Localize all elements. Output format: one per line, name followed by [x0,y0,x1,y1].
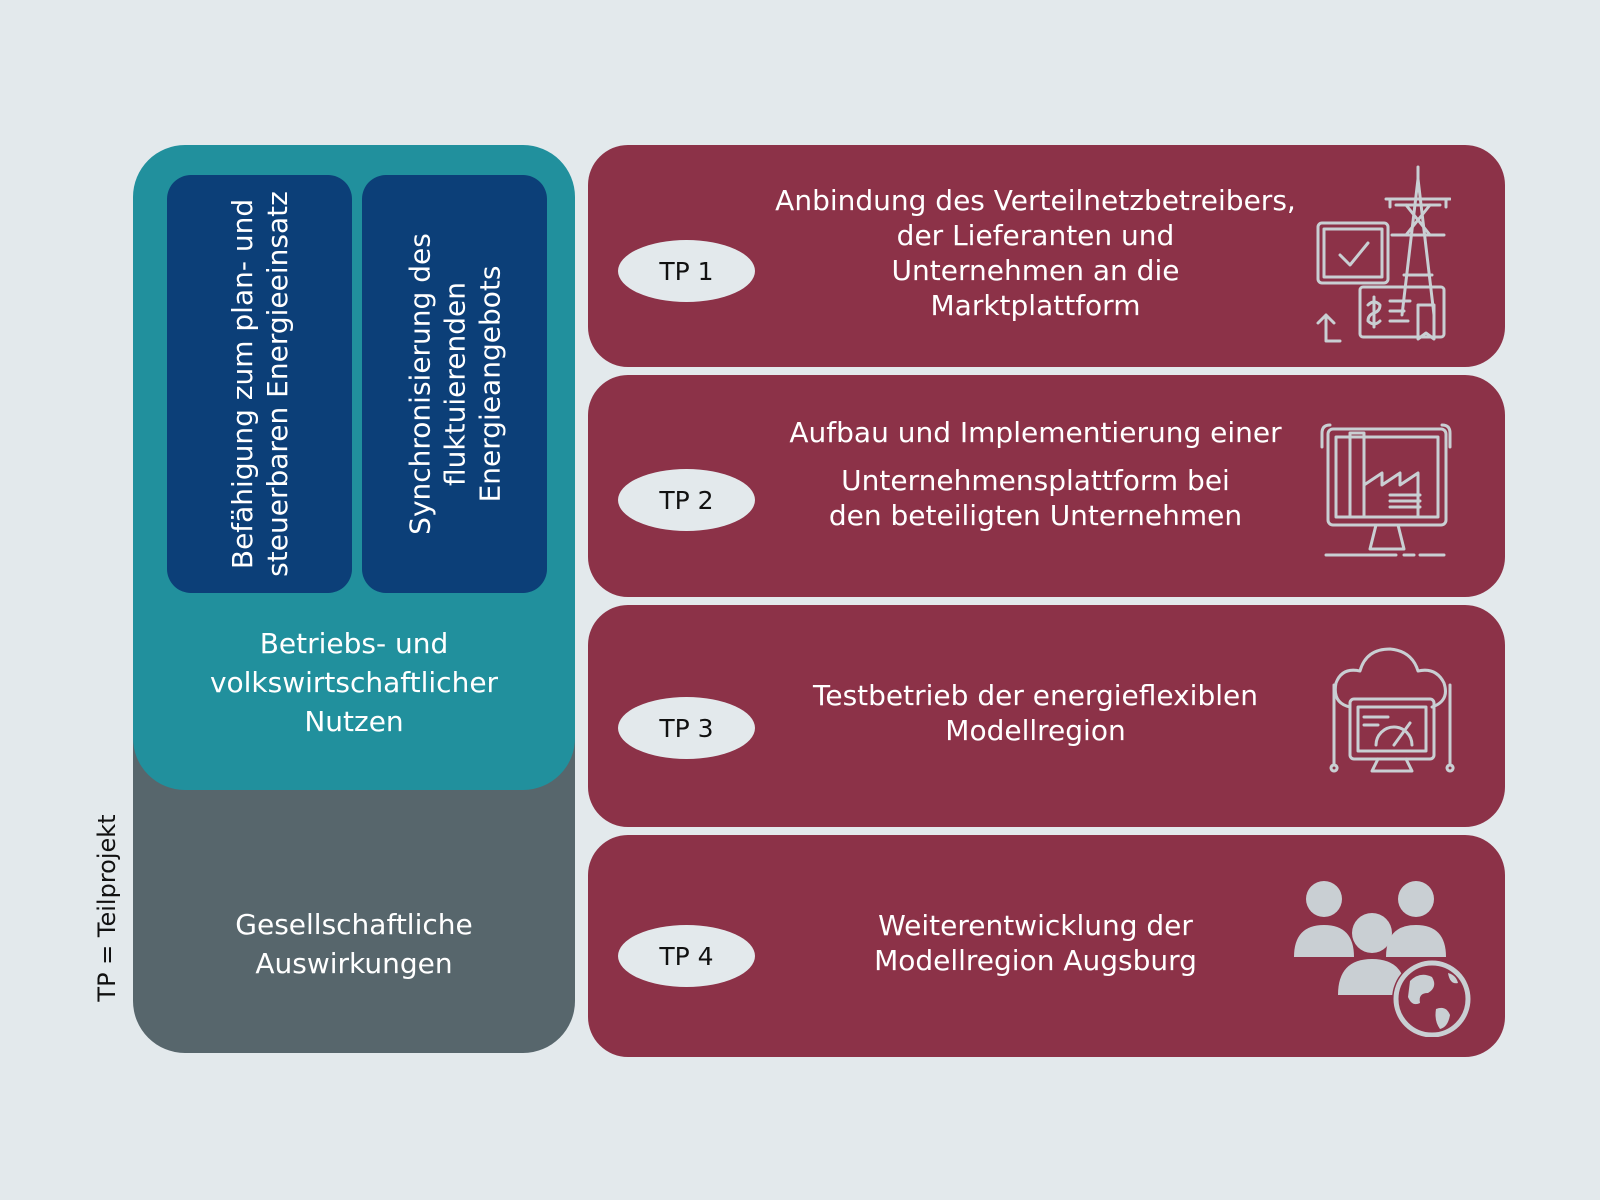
tp3-text: Testbetrieb der energieflexiblen Modellr… [813,679,1258,747]
tp1-pill: TP 1 [618,240,755,302]
subbox-enablement-text: Befähigung zum plan- und steuerbaren Ene… [225,191,294,577]
tp2-text-rest: Unternehmensplattform bei den beteiligte… [828,464,1243,532]
tp3-pill: TP 3 [618,697,755,759]
factory-monitor-icon [1320,423,1452,563]
economic-benefit-caption: Betriebs- und volkswirtschaftlicher Nutz… [209,627,499,738]
tp2-pill: TP 2 [618,469,755,531]
tp2-text-line1: Aufbau und Implementierung einer [789,416,1282,449]
footnote-legend: TP = Teilprojekt [93,814,121,1002]
cloud-dashboard-icon [1328,645,1456,775]
subbox-synchronization-text: Synchronisierung des fluktuierenden Ener… [403,233,506,535]
panel-tp4: TP 4 Weiterentwicklung der Modellregion … [588,835,1505,1057]
panel-tp3: TP 3 Testbetrieb der energieflexiblen Mo… [588,605,1505,827]
people-globe-icon [1294,877,1490,1037]
subbox-synchronization: Synchronisierung des fluktuierenden Ener… [362,175,547,593]
panel-tp2: TP 2 Aufbau und Implementierung einer Un… [588,375,1505,597]
subbox-enablement: Befähigung zum plan- und steuerbaren Ene… [167,175,352,593]
tp1-text: Anbindung des Verteilnetzbetreibers, der… [775,184,1296,322]
tp4-pill: TP 4 [618,925,755,987]
power-grid-market-icon [1306,165,1451,350]
tp4-text: Weiterentwicklung der Modellregion Augsb… [874,909,1197,977]
societal-impact-caption: Gesellschaftliche Auswirkungen [235,908,473,980]
panel-tp1: TP 1 Anbindung des Verteilnetzbetreibers… [588,145,1505,367]
